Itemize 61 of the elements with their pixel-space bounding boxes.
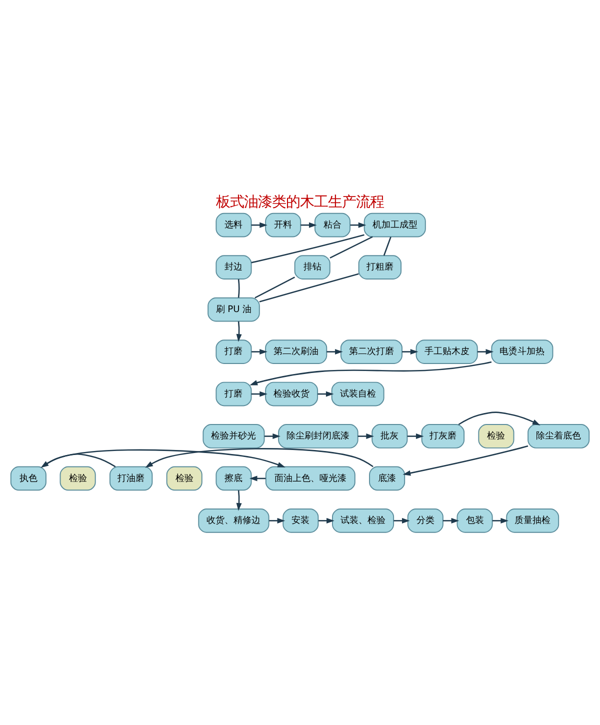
arrow xyxy=(236,490,242,511)
arrow xyxy=(477,349,494,355)
node-box: 封边 xyxy=(216,255,252,280)
node-box: 检验 xyxy=(478,424,514,448)
arrow xyxy=(264,434,280,439)
connector xyxy=(259,273,359,302)
arrow xyxy=(492,518,508,524)
connector xyxy=(251,234,364,264)
node-box: 电烫斗加热 xyxy=(491,340,554,364)
node-box: 试装、检验 xyxy=(332,508,394,533)
arrow xyxy=(394,518,410,524)
connector xyxy=(238,279,240,298)
arrow xyxy=(252,349,268,355)
arrow xyxy=(407,434,424,439)
connector xyxy=(254,276,295,298)
node-box: 除尘着底色 xyxy=(528,424,590,448)
arrow xyxy=(236,321,242,342)
node-box: 除尘刷封闭底漆 xyxy=(278,424,358,448)
node-box: 质量抽检 xyxy=(506,508,560,533)
node-box: 执色 xyxy=(10,466,46,491)
node-box: 面油上色、哑光漆 xyxy=(265,466,356,491)
node-box: 批灰 xyxy=(372,424,408,448)
node-box: 打灰磨 xyxy=(421,424,465,448)
arrow xyxy=(402,445,528,476)
node-box: 打磨 xyxy=(216,340,252,364)
diagram-title: 板式油漆类的木工生产流程 xyxy=(216,194,384,211)
node-box: 手工贴木皮 xyxy=(416,340,478,364)
node-box: 排钻 xyxy=(294,255,330,280)
arrow xyxy=(318,518,334,524)
node-box: 安装 xyxy=(282,508,319,533)
node-box: 刷 PU 油 xyxy=(208,297,260,322)
node-box: 打油磨 xyxy=(109,466,153,491)
node-box: 擦底 xyxy=(216,466,252,491)
node-box: 分类 xyxy=(407,508,444,533)
arrow xyxy=(458,412,540,426)
arrow xyxy=(442,518,460,524)
node-box: 第二次打磨 xyxy=(340,340,402,364)
arrow xyxy=(250,361,492,386)
node-box: 打粗磨 xyxy=(358,255,402,280)
arrow xyxy=(40,453,116,468)
node-box: 试装自检 xyxy=(331,382,384,406)
arrow xyxy=(358,434,374,439)
arrow xyxy=(269,518,286,524)
node-box: 检验 xyxy=(60,466,96,491)
connector xyxy=(383,236,392,256)
node-box: 选料 xyxy=(216,212,252,238)
arrow xyxy=(402,349,418,355)
node-box: 检验收货 xyxy=(265,382,318,406)
node-box: 粘合 xyxy=(314,212,351,238)
node-box: 检验并砂光 xyxy=(202,424,265,448)
node-box: 打磨 xyxy=(216,382,252,406)
node-box: 包装 xyxy=(456,508,493,533)
node-box: 第二次刷油 xyxy=(265,340,328,364)
arrow xyxy=(326,349,343,355)
node-box: 检验 xyxy=(166,466,202,491)
node-box: 收货、精修边 xyxy=(198,508,270,533)
node-box: 底漆 xyxy=(369,466,406,491)
node-box: 机加工成型 xyxy=(364,212,426,238)
arrow xyxy=(145,448,374,468)
connector xyxy=(330,236,373,258)
node-box: 开料 xyxy=(265,212,302,238)
